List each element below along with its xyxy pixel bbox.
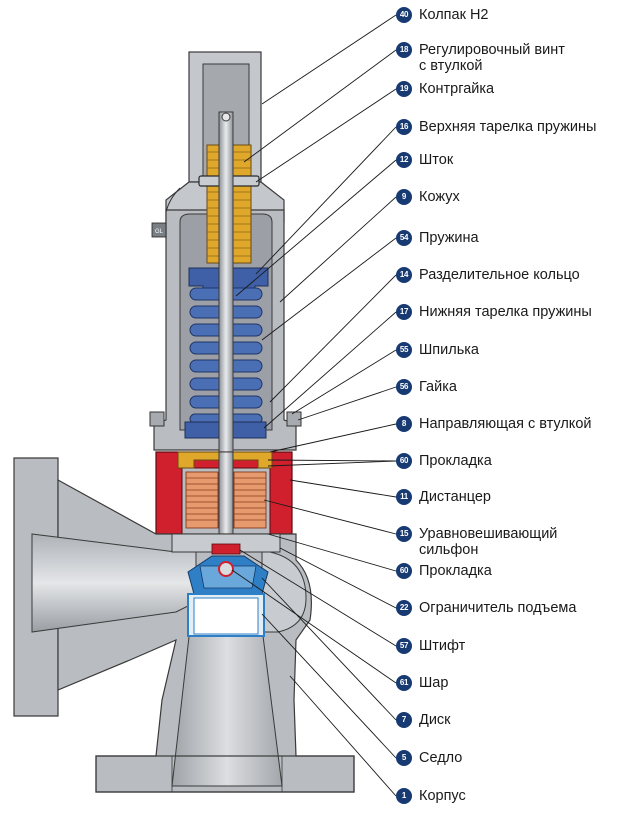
callout-number: 40 (396, 7, 412, 23)
callout-label: Шпилька (419, 342, 479, 358)
callout-spacer: 11 Дистанцер (396, 489, 491, 505)
callout-cap: 40 Колпак H2 (396, 7, 488, 23)
callout-number: 14 (396, 267, 412, 283)
callout-label: Шар (419, 675, 449, 691)
callout-seat: 5 Седло (396, 750, 462, 766)
callout-number: 22 (396, 600, 412, 616)
callout-number: 19 (396, 81, 412, 97)
leader-lines (231, 14, 397, 797)
callout-number: 8 (396, 416, 412, 432)
bellows (185, 471, 267, 529)
callout-number: 12 (396, 152, 412, 168)
callout-label: Прокладка (419, 563, 492, 579)
callout-number: 56 (396, 379, 412, 395)
callout-number: 60 (396, 563, 412, 579)
callout-number: 18 (396, 42, 412, 58)
callout-label: Колпак H2 (419, 7, 489, 23)
callout-label: Контргайка (419, 81, 495, 97)
callout-label: Разделительное кольцо (419, 267, 580, 283)
callout-number: 11 (396, 489, 412, 505)
callout-stud: 55 Шпилька (396, 342, 479, 358)
callout-number: 1 (396, 788, 412, 804)
callout-label: Дистанцер (419, 489, 491, 505)
callout-number: 9 (396, 189, 412, 205)
callout-guide: 8 Направляющая с втулкой (396, 416, 591, 432)
callout-label: Седло (419, 750, 463, 766)
callout-body: 1 Корпус (396, 788, 466, 804)
callout-spring: 54 Пружина (396, 230, 479, 246)
seat (187, 593, 265, 637)
callout-number: 55 (396, 342, 412, 358)
callout-gasket-lower: 60 Прокладка (396, 563, 492, 579)
callout-gasket-upper: 60 Прокладка (396, 453, 492, 469)
callout-label: Направляющая с втулкой (419, 416, 592, 432)
callout-lift-stop: 22 Ограничитель подъема (396, 600, 576, 616)
callout-bellows: 15 Уравновешивающий сильфон (396, 526, 557, 558)
callout-label: Кожух (419, 189, 460, 205)
callout-label: Диск (419, 712, 451, 728)
callout-label: Корпус (419, 788, 466, 804)
callout-label: Регулировочный винт с втулкой (419, 42, 565, 74)
callout-nut: 56 Гайка (396, 379, 457, 395)
pin (211, 543, 241, 555)
seal-tag-text: GL (155, 229, 164, 235)
callout-label: Шток (419, 152, 454, 168)
callout-ball: 61 Шар (396, 675, 448, 691)
callout-number: 15 (396, 526, 412, 542)
callout-number: 61 (396, 675, 412, 691)
callout-bonnet: 9 Кожух (396, 189, 460, 205)
callout-lock-nut: 19 Контргайка (396, 81, 494, 97)
seal-tag: GL (151, 187, 181, 238)
callout-number: 60 (396, 453, 412, 469)
callout-pin: 57 Штифт (396, 638, 465, 654)
callout-label: Уравновешивающий сильфон (419, 526, 558, 558)
callout-label: Прокладка (419, 453, 492, 469)
callout-label: Верхняя тарелка пружины (419, 119, 597, 135)
callout-number: 17 (396, 304, 412, 320)
callout-adjusting-screw: 18 Регулировочный винт с втулкой (396, 42, 565, 74)
callout-number: 16 (396, 119, 412, 135)
callout-number: 57 (396, 638, 412, 654)
callout-disc: 7 Диск (396, 712, 451, 728)
callout-label: Нижняя тарелка пружины (419, 304, 592, 320)
callout-number: 7 (396, 712, 412, 728)
ball (218, 561, 234, 577)
callout-lower-spring-plate: 17 Нижняя тарелка пружины (396, 304, 592, 320)
callout-upper-spring-plate: 16 Верхняя тарелка пружины (396, 119, 596, 135)
callout-number: 5 (396, 750, 412, 766)
spindle-top (221, 112, 231, 122)
callout-label: Пружина (419, 230, 479, 246)
callout-number: 54 (396, 230, 412, 246)
callout-label: Ограничитель подъема (419, 600, 577, 616)
callout-separating-ring: 14 Разделительное кольцо (396, 267, 580, 283)
callout-spindle: 12 Шток (396, 152, 453, 168)
callout-label: Штифт (419, 638, 466, 654)
callout-label: Гайка (419, 379, 457, 395)
